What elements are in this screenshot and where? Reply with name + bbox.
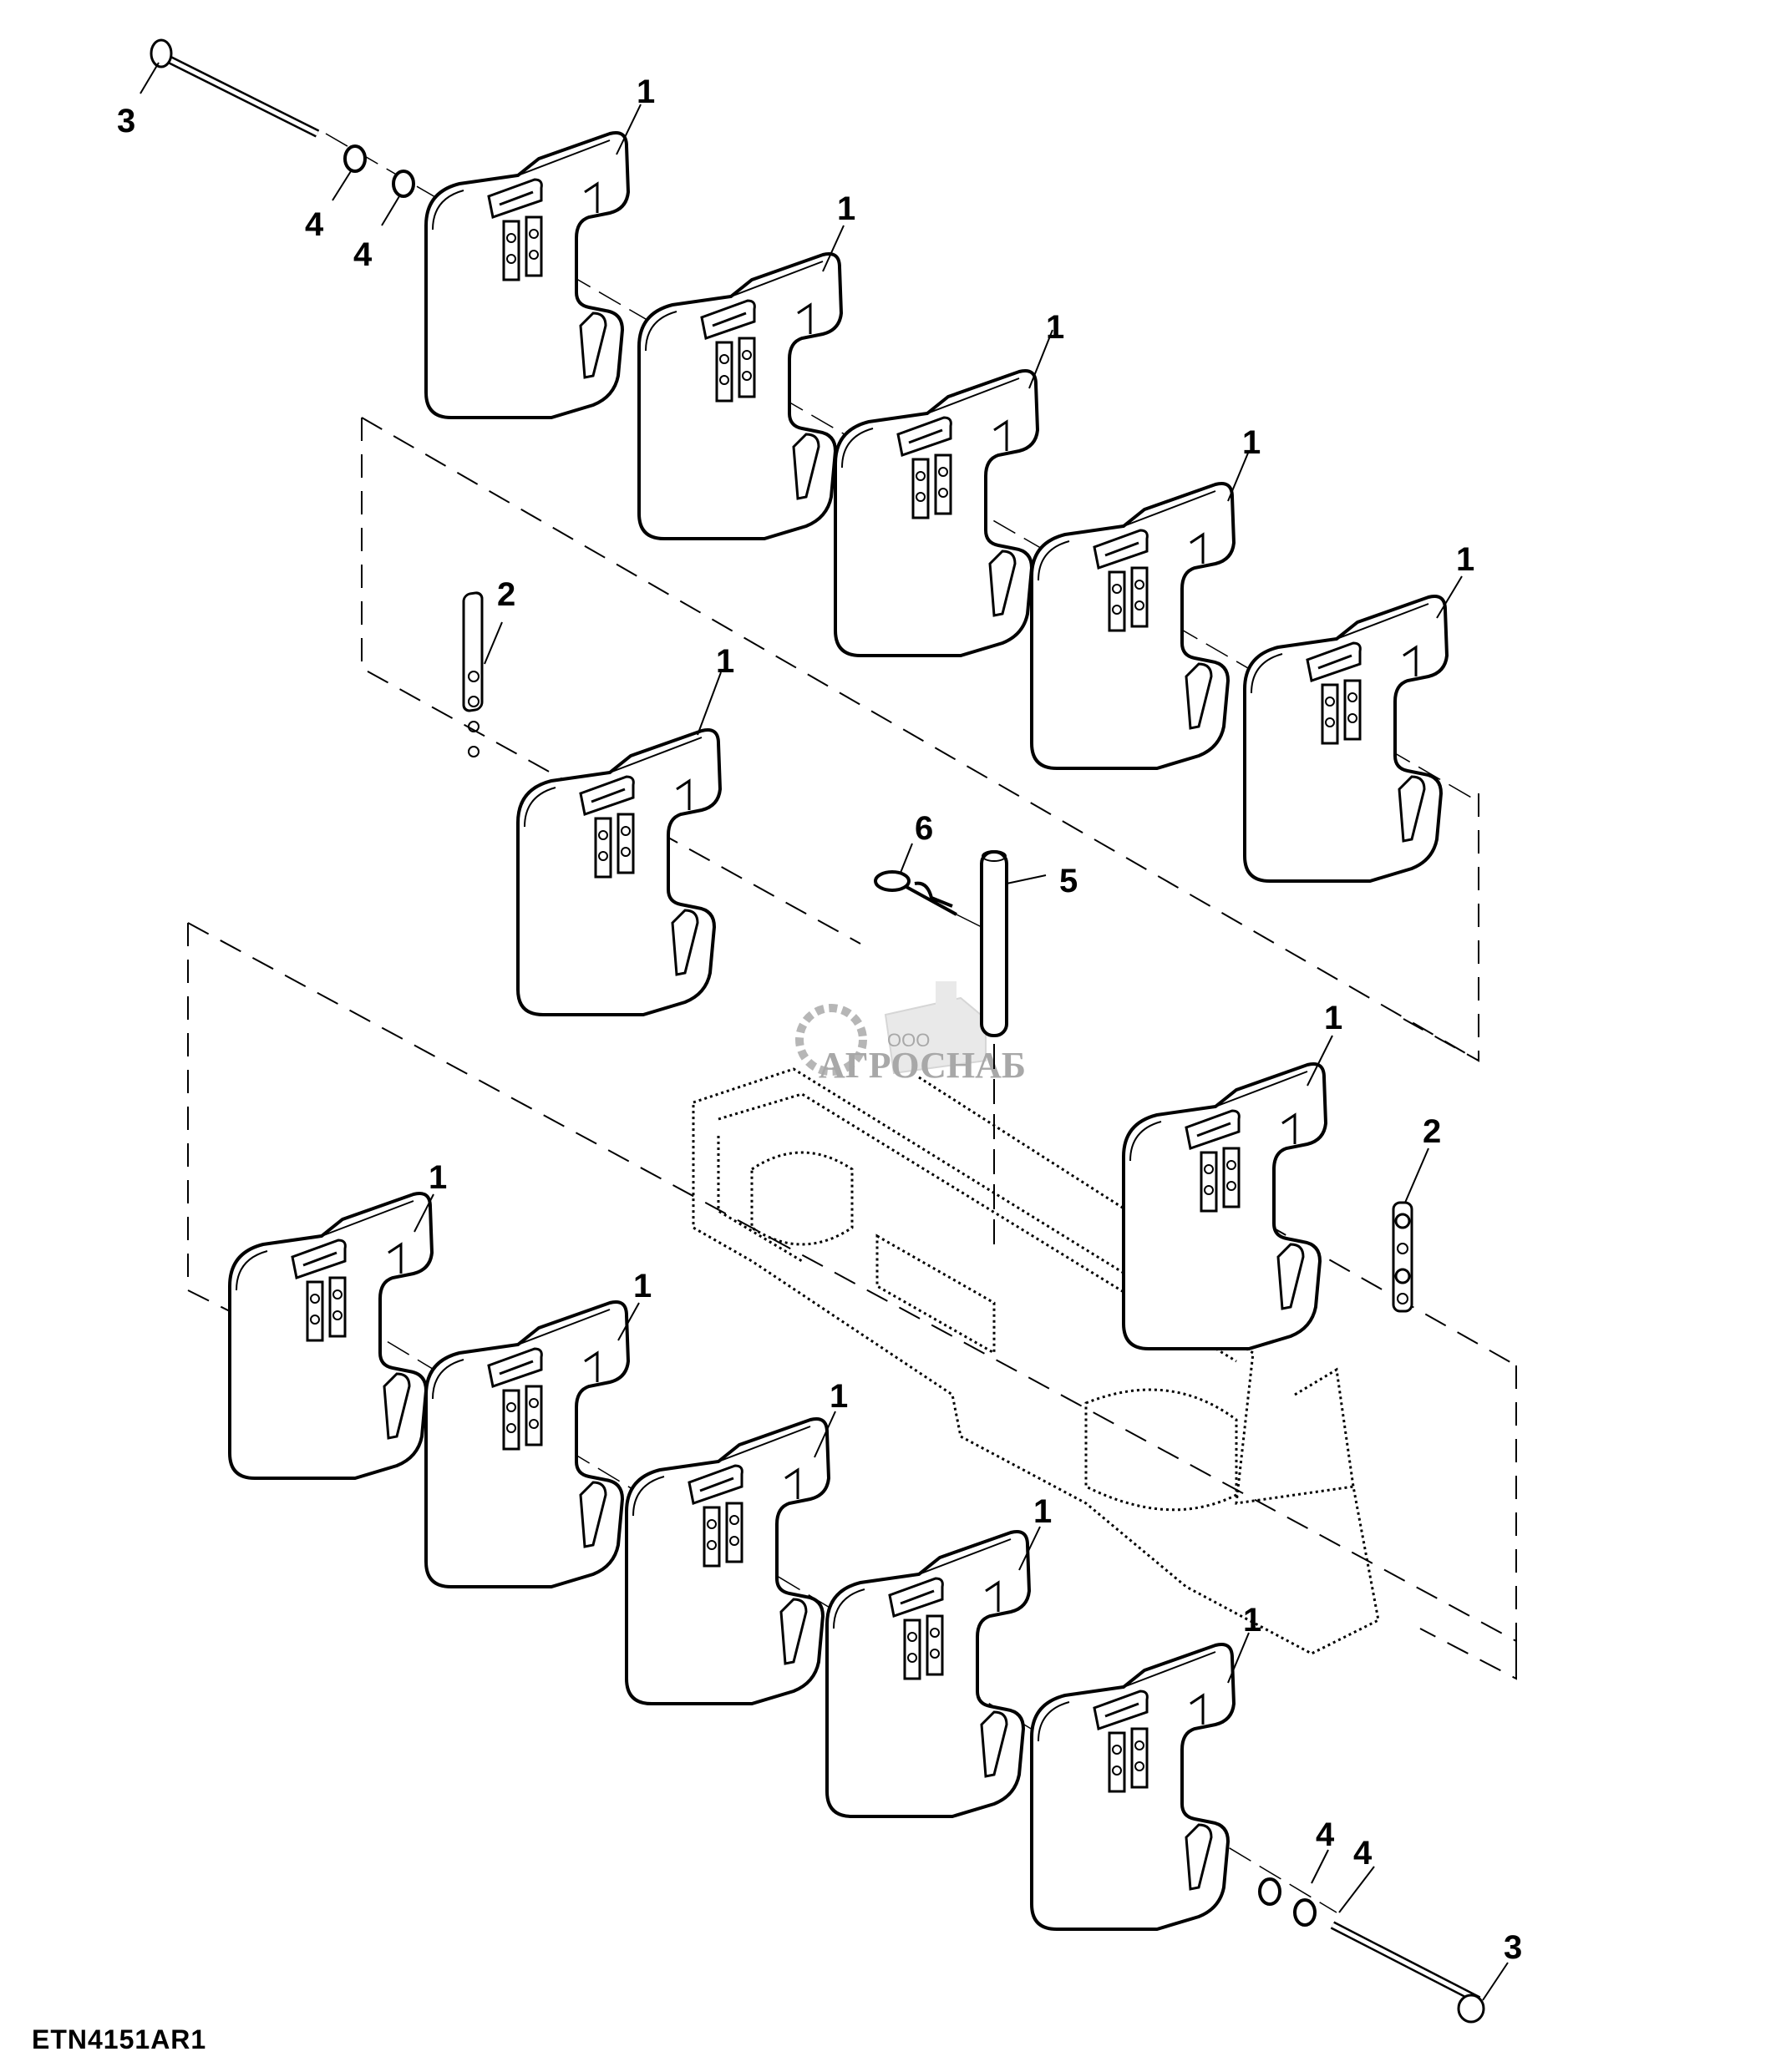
callout-weight: 1: [637, 73, 655, 110]
alignment-line-upper-right: [361, 417, 1479, 1061]
figure-id: ETN4151AR1: [32, 2024, 207, 2054]
alignment-line-lower-right: [1419, 1365, 1517, 1680]
callout-weight: 1: [633, 1268, 652, 1304]
alignment-line-upper: [361, 418, 861, 945]
tractor-front-frame-ghost: [692, 1067, 1380, 1655]
callout-washer: 4: [305, 206, 324, 243]
watermark-prefix: ООО: [887, 1030, 930, 1051]
callout-washer: 4: [1353, 1835, 1373, 1872]
callout-bolt: 3: [117, 103, 135, 139]
weight: [825, 1530, 1031, 1818]
weight: [424, 131, 630, 419]
callout-retainer-strap: 2: [1423, 1113, 1441, 1150]
watermark-name: АГРОСНАБ: [819, 1045, 1026, 1086]
bolt-upper: [150, 38, 320, 138]
alignment-line-right: [1403, 793, 1479, 1062]
spring-clip: [874, 870, 982, 928]
weight: [516, 728, 722, 1016]
weight: [637, 252, 843, 540]
leader-lines: [140, 62, 1509, 2001]
callout-retainer-strap: 2: [497, 576, 515, 613]
weight: [1030, 1643, 1236, 1931]
callout-washer: 4: [1316, 1816, 1335, 1853]
callout-weight: 1: [1033, 1493, 1052, 1530]
callout-weight: 1: [716, 643, 734, 680]
alignment-line-lower: [187, 923, 231, 1312]
callout-weight: 1: [429, 1159, 447, 1196]
callout-weight: 1: [1456, 541, 1474, 578]
washer: [343, 144, 367, 173]
weight: [1243, 595, 1449, 883]
callout-weight: 1: [1242, 424, 1261, 461]
washer: [1258, 1877, 1281, 1906]
washer: [392, 170, 415, 198]
weight: [1122, 1062, 1327, 1350]
callout-weight: 1: [1243, 1602, 1261, 1639]
retainer-strap-lower: [1392, 1201, 1413, 1313]
weight: [228, 1192, 434, 1480]
callout-weight: 1: [830, 1378, 848, 1415]
weight: [1030, 482, 1236, 770]
callout-bolt: 3: [1504, 1929, 1522, 1966]
retainer-strap-upper: [462, 591, 484, 757]
weight: [834, 369, 1039, 657]
callout-spring-clip: 6: [915, 810, 933, 847]
weight: [424, 1300, 630, 1588]
callout-weight: 1: [1046, 309, 1064, 346]
callout-washer: 4: [353, 236, 373, 273]
washer: [1293, 1898, 1317, 1927]
callout-weight: 1: [1324, 1000, 1342, 1036]
pin: [980, 850, 1008, 1244]
bolt-lower: [1330, 1921, 1485, 2024]
alignment-line-mid: [1169, 1168, 1517, 1366]
watermark-logo: ООО АГРОСНАБ: [795, 981, 1026, 1086]
weight: [625, 1417, 830, 1705]
callout-pin: 5: [1059, 863, 1078, 899]
callout-weight: 1: [837, 190, 855, 227]
